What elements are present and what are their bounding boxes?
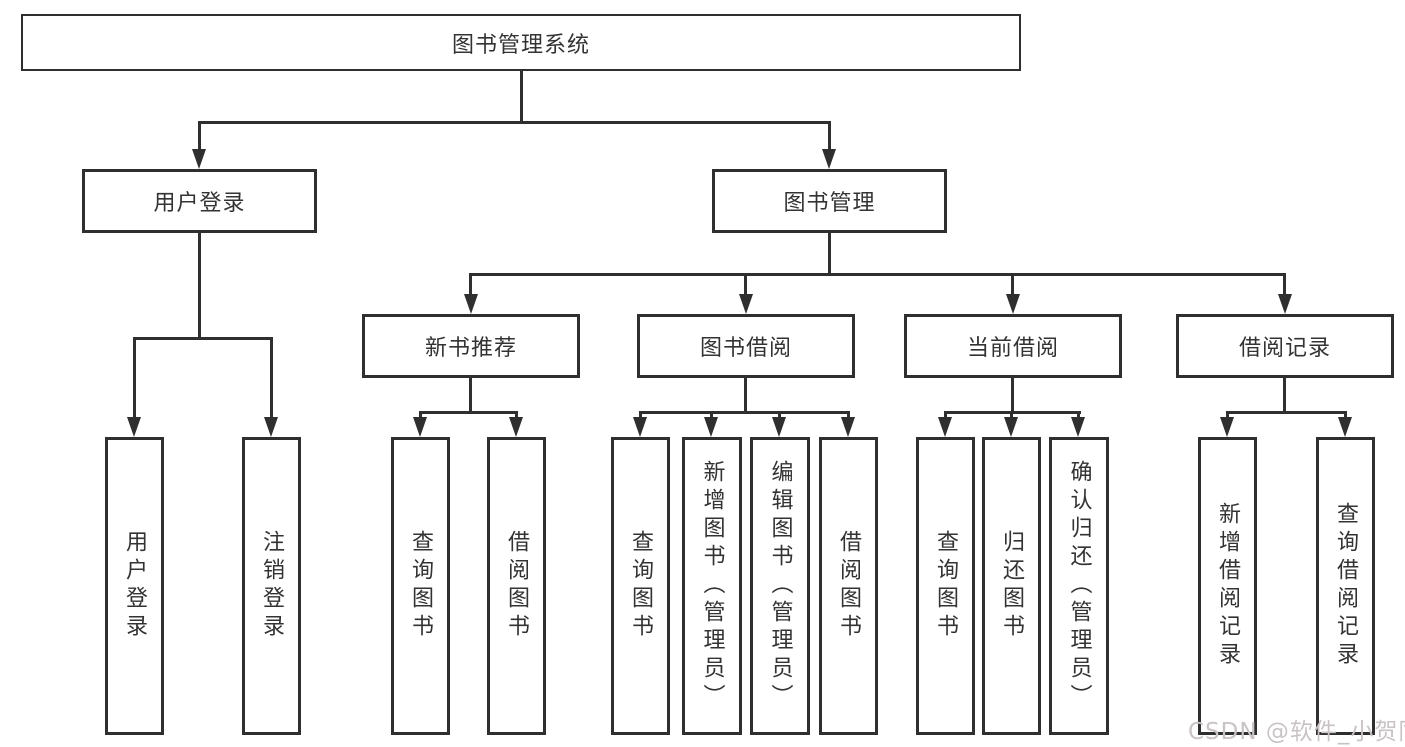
arrow-borrow-leaf3 <box>772 417 786 437</box>
arrow-to-login-leaf2 <box>264 417 278 437</box>
leaf-return-book: 归还图书 <box>982 437 1041 735</box>
node-library-management-system: 图书管理系统 <box>21 14 1021 71</box>
connector-user-login-rail <box>133 337 273 340</box>
leaf-query-borrow-record: 查询借阅记录 <box>1316 437 1375 735</box>
connector-borrow-rail <box>639 411 850 414</box>
connector-newbook-leaf2-drop <box>515 411 518 419</box>
arrow-borrow-leaf4 <box>841 417 855 437</box>
connector-newbook-drop <box>469 273 472 294</box>
connector-newbook-leaf1-drop <box>419 411 422 419</box>
connector-record-rail <box>1226 411 1347 414</box>
arrow-borrow-leaf2 <box>704 417 718 437</box>
connector-current-leaf3-drop <box>1077 411 1080 419</box>
leaf-edit-book-admin: 编辑图书（管理员） <box>750 437 810 735</box>
arrow-to-record <box>1278 294 1292 314</box>
connector-borrow-leaf3-drop <box>778 411 781 419</box>
connector-user-login-drop <box>198 121 201 149</box>
connector-borrow-stem <box>744 378 747 411</box>
arrow-current-leaf1 <box>938 417 952 437</box>
csdn-watermark: CSDN @软件_小贺同学 <box>1188 719 1405 745</box>
connector-root-stem <box>520 71 523 121</box>
arrow-newbook-leaf2 <box>509 417 523 437</box>
leaf-add-borrow-record: 新增借阅记录 <box>1198 437 1257 735</box>
connector-borrow-leaf1-drop <box>639 411 642 419</box>
arrow-record-leaf2 <box>1338 417 1352 437</box>
leaf-query-book-borrowing: 查询图书 <box>611 437 670 735</box>
connector-borrow-drop <box>744 273 747 294</box>
leaf-logout: 注销登录 <box>242 437 301 735</box>
arrow-to-newbook <box>464 294 478 314</box>
arrow-current-leaf3 <box>1071 417 1085 437</box>
connector-current-leaf1-drop <box>944 411 947 419</box>
arrow-record-leaf1 <box>1220 417 1234 437</box>
arrow-to-current <box>1006 294 1020 314</box>
connector-borrow-leaf4-drop <box>847 411 850 419</box>
node-book-management: 图书管理 <box>712 169 947 233</box>
connector-login-leaf1-drop <box>133 337 136 417</box>
connector-book-mgmt-stem <box>828 233 831 273</box>
connector-record-drop <box>1283 273 1286 294</box>
node-borrowing-records: 借阅记录 <box>1176 314 1394 378</box>
leaf-query-book-current: 查询图书 <box>916 437 975 735</box>
arrow-to-book-mgmt <box>822 149 836 169</box>
connector-newbook-rail <box>419 411 518 414</box>
leaf-user-login: 用户登录 <box>105 437 164 735</box>
connector-book-mgmt-drop <box>828 121 831 149</box>
arrow-to-borrow <box>739 294 753 314</box>
connector-newbook-stem <box>469 378 472 411</box>
connector-root-rail <box>198 121 831 124</box>
leaf-query-book-recommend: 查询图书 <box>391 437 450 735</box>
leaf-borrow-book-recommend: 借阅图书 <box>487 437 546 735</box>
connector-current-leaf2-drop <box>1010 411 1013 419</box>
node-book-borrowing: 图书借阅 <box>637 314 855 378</box>
connector-login-leaf2-drop <box>270 337 273 417</box>
connector-current-drop <box>1011 273 1014 294</box>
arrow-newbook-leaf1 <box>413 417 427 437</box>
leaf-add-book-admin: 新增图书（管理员） <box>682 437 742 735</box>
connector-book-mgmt-rail <box>469 273 1286 276</box>
arrow-to-user-login <box>192 149 206 169</box>
arrow-to-login-leaf1 <box>127 417 141 437</box>
leaf-borrow-book: 借阅图书 <box>819 437 878 735</box>
connector-user-login-stem <box>198 233 201 337</box>
leaf-confirm-return-admin: 确认归还（管理员） <box>1049 437 1109 735</box>
node-user-login: 用户登录 <box>82 169 317 233</box>
connector-borrow-leaf2-drop <box>710 411 713 419</box>
connector-record-stem <box>1283 378 1286 411</box>
connector-record-leaf1-drop <box>1226 411 1229 419</box>
arrow-current-leaf2 <box>1004 417 1018 437</box>
node-current-borrowing: 当前借阅 <box>904 314 1122 378</box>
connector-record-leaf2-drop <box>1344 411 1347 419</box>
connector-current-stem <box>1011 378 1014 411</box>
node-new-book-recommendation: 新书推荐 <box>362 314 580 378</box>
arrow-borrow-leaf1 <box>633 417 647 437</box>
